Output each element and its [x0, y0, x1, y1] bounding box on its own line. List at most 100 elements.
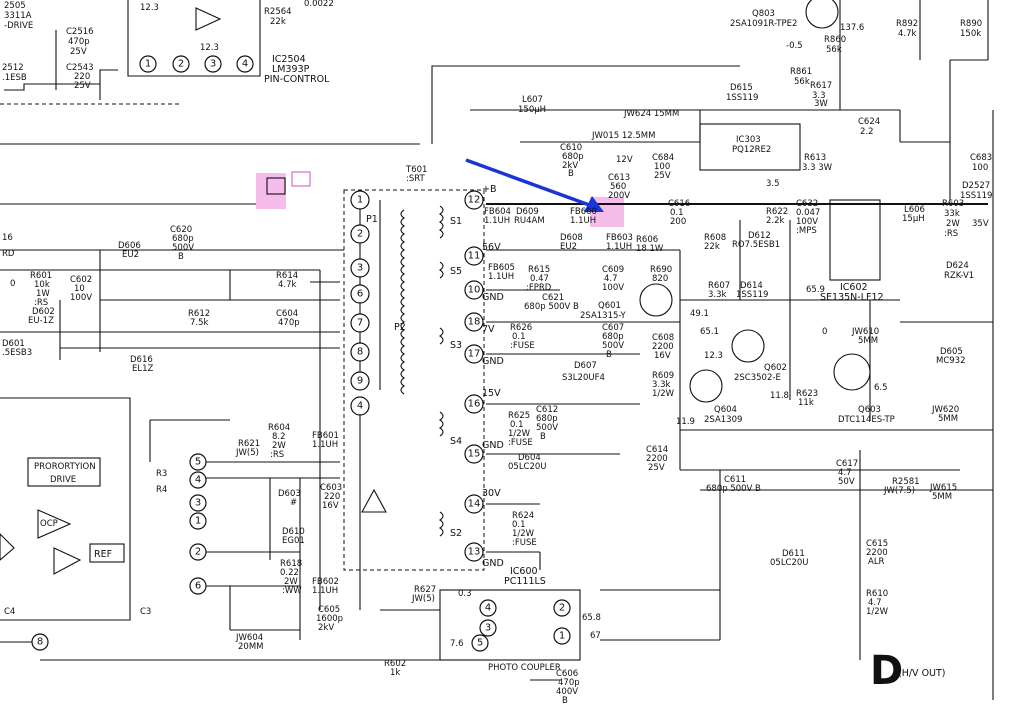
component-label: 0	[822, 327, 827, 337]
component-label: FB603	[606, 233, 633, 243]
component-label: S5	[450, 266, 462, 277]
label: .1ESB	[2, 73, 27, 83]
component-label: 2200	[652, 342, 674, 352]
component-label: 4.7	[838, 468, 852, 478]
component-label: D609	[516, 207, 539, 217]
component-label: 15μH	[902, 214, 925, 224]
component-label: 11	[468, 251, 481, 262]
label: 470p	[68, 37, 90, 47]
highlight-outline-left	[266, 177, 286, 195]
component-label: 20MM	[238, 642, 263, 652]
component-label: 2W	[946, 219, 960, 229]
highlight-outline-small	[291, 171, 311, 187]
component-label: C607	[602, 323, 624, 333]
proportion-drive-block	[27, 457, 101, 487]
component-label: 3W	[814, 99, 828, 109]
component-label: 6.5	[874, 383, 888, 393]
component-label: JW(5)	[411, 594, 435, 604]
warning-triangle-icon	[361, 488, 387, 513]
component-label: D614	[740, 281, 763, 291]
component-label: B	[562, 696, 568, 704]
component-label: JW(7.5)	[883, 486, 915, 496]
component-label: 30V	[482, 488, 501, 499]
component-label: 2	[195, 547, 201, 558]
component-label: :FPRD	[526, 283, 552, 293]
component-label: 16V	[322, 501, 339, 511]
component-label: C616	[668, 199, 690, 209]
component-label: 18	[468, 317, 481, 328]
ic303-symbol	[699, 123, 801, 171]
q603-symbol	[833, 353, 871, 391]
q803-symbol	[805, 0, 839, 29]
component-label: 12V	[616, 155, 633, 165]
component-label: FB605	[488, 263, 515, 273]
pointer-arrow	[465, 158, 604, 212]
component-label: R609	[652, 371, 674, 381]
component-label: 1k	[390, 668, 400, 678]
component-label: 470p	[278, 318, 300, 328]
component-label: R3	[156, 469, 167, 479]
component-label: 10	[74, 284, 85, 294]
component-label: DTC114ES-TP	[838, 415, 895, 425]
component-label: D611	[782, 549, 805, 559]
component-label: 2SA1309	[704, 415, 742, 425]
component-label: GND	[482, 292, 504, 303]
ic600-symbol	[439, 589, 581, 661]
component-label: 137.6	[840, 23, 864, 33]
component-label: D615	[730, 83, 753, 93]
component-label: FB601	[312, 431, 339, 441]
component-label: 5MM	[932, 492, 952, 502]
component-label: 10k	[34, 280, 50, 290]
buffer-amp	[53, 547, 82, 575]
component-label: 11k	[798, 398, 814, 408]
component-label: D607	[574, 361, 597, 371]
component-label: FB602	[312, 577, 339, 587]
component-label: 1/2W	[866, 607, 889, 617]
component-label: DRIVE	[50, 475, 76, 485]
component-label: 2W	[272, 441, 286, 451]
component-label: R610	[866, 589, 888, 599]
component-label: EG01	[282, 536, 305, 546]
component-label: T601	[405, 165, 427, 175]
component-label: R607	[708, 281, 730, 291]
component-label: 8	[357, 347, 363, 358]
component-label: R602	[384, 659, 406, 669]
ic600-pins: 4 3 5 2 1	[471, 599, 571, 652]
flyback-secondary-pins: 12 11 10 18 17 16 15 14 13	[464, 190, 484, 562]
section-letter: D	[870, 648, 903, 694]
amp-left	[0, 533, 15, 561]
middle-labels: C610 680p 2kV B C613 560 200V 12V C684 1…	[484, 143, 966, 617]
component-label: 680p	[536, 414, 558, 424]
component-label: JW(5)	[235, 448, 259, 458]
component-label: B	[178, 252, 184, 262]
component-label: 680p 500V B	[706, 484, 761, 494]
component-label: 2200	[866, 548, 888, 558]
component-label: 10	[468, 285, 481, 296]
component-label: 05LC20U	[770, 558, 809, 568]
component-label: 67	[590, 631, 601, 641]
q601-symbol	[639, 283, 673, 317]
component-label: :RS	[944, 229, 958, 239]
component-label: 56V	[482, 242, 501, 253]
component-label: 5	[477, 638, 483, 649]
component-label: C612	[536, 405, 558, 415]
component-label: 3	[357, 263, 363, 274]
component-label: 5	[195, 457, 201, 468]
component-label: 2.2	[860, 127, 874, 137]
component-label: 220	[324, 492, 340, 502]
component-label: 2	[357, 229, 363, 240]
flyback-labels: T601 :SRT P1 P2 +B 56V 7V 15V 30V GND GN…	[366, 165, 504, 569]
component-label: FB600	[570, 207, 597, 217]
ic2504-comparator	[195, 7, 222, 31]
component-label: 1.1UH	[312, 586, 338, 596]
component-label: 2	[559, 603, 565, 614]
component-label: 6	[357, 289, 363, 300]
top-right-labels: Q803 2SA1091R-TPE2 137.6 -0.5 R892 4.7k …	[518, 9, 992, 281]
component-label: 1SS119	[736, 290, 768, 300]
component-label: 13	[468, 547, 481, 558]
component-label: 0.47	[530, 274, 549, 284]
component-label: 560	[610, 182, 626, 192]
component-label: 2SA1315-Y	[580, 311, 626, 321]
component-label: FB604	[484, 207, 511, 217]
component-label: C683	[970, 153, 992, 163]
